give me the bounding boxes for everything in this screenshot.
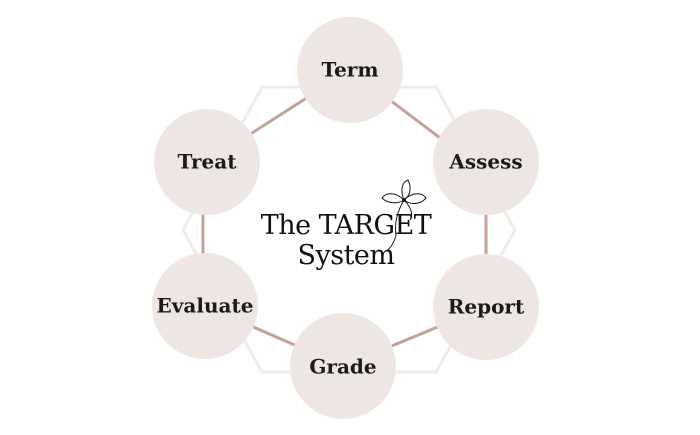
node-term: Term [297, 17, 403, 123]
node-label-grade: Grade [309, 355, 376, 379]
outer-hexagon-outline [181, 85, 517, 374]
center-title-line-2: System [297, 240, 394, 271]
flower-icon [381, 179, 427, 251]
node-label-term: Term [321, 58, 378, 82]
node-report: Report [433, 254, 539, 360]
center-title-line-1: The TARGET [261, 210, 432, 241]
node-assess: Assess [433, 109, 539, 215]
node-grade: Grade [290, 313, 396, 419]
node-treat: Treat [154, 109, 260, 215]
node-label-assess: Assess [448, 150, 522, 174]
node-label-treat: Treat [178, 150, 238, 174]
node-label-evaluate: Evaluate [157, 294, 254, 318]
node-label-report: Report [448, 295, 525, 319]
node-evaluate: Evaluate [152, 253, 258, 359]
